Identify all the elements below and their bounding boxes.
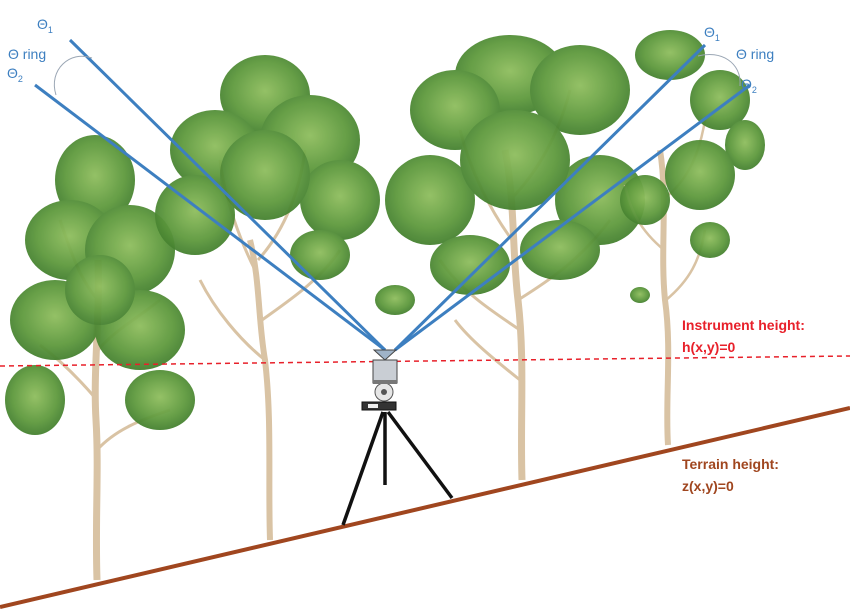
right-theta-ring-label: Θ ring bbox=[736, 46, 774, 62]
beams bbox=[34, 38, 751, 352]
scanner-body bbox=[372, 359, 398, 384]
tree-4 bbox=[620, 30, 765, 446]
left-theta1-label: Θ1 bbox=[37, 16, 53, 35]
left-theta2-label: Θ2 bbox=[7, 65, 23, 84]
tree-3 bbox=[375, 35, 645, 481]
ring-arc-right bbox=[697, 54, 741, 87]
beam-left-theta2 bbox=[34, 83, 386, 352]
tree-2 bbox=[155, 55, 380, 541]
instrument-height-title: Instrument height: bbox=[682, 317, 805, 333]
right-theta1-label: Θ1 bbox=[704, 24, 720, 43]
beam-left-theta1 bbox=[68, 38, 387, 352]
terrain-line bbox=[0, 406, 850, 609]
instrument-height-line bbox=[0, 355, 850, 367]
instrument-height-formula: h(x,y)=0 bbox=[682, 339, 736, 355]
tripod-plate bbox=[361, 401, 397, 411]
right-theta2-label: Θ2 bbox=[741, 76, 757, 95]
beam-right-theta2 bbox=[394, 83, 751, 352]
terrain-height-title: Terrain height: bbox=[682, 456, 779, 472]
ring-arc-left bbox=[53, 55, 93, 96]
left-theta-ring-label: Θ ring bbox=[8, 46, 46, 62]
tree-1 bbox=[5, 135, 195, 581]
beam-right-theta1 bbox=[393, 43, 707, 352]
scanner-head bbox=[372, 349, 398, 361]
trees bbox=[5, 30, 765, 581]
scanner-instrument bbox=[341, 349, 454, 526]
tripod-leg-left bbox=[341, 411, 385, 526]
tripod-leg-right bbox=[386, 410, 454, 500]
terrain-height-formula: z(x,y)=0 bbox=[682, 478, 734, 494]
